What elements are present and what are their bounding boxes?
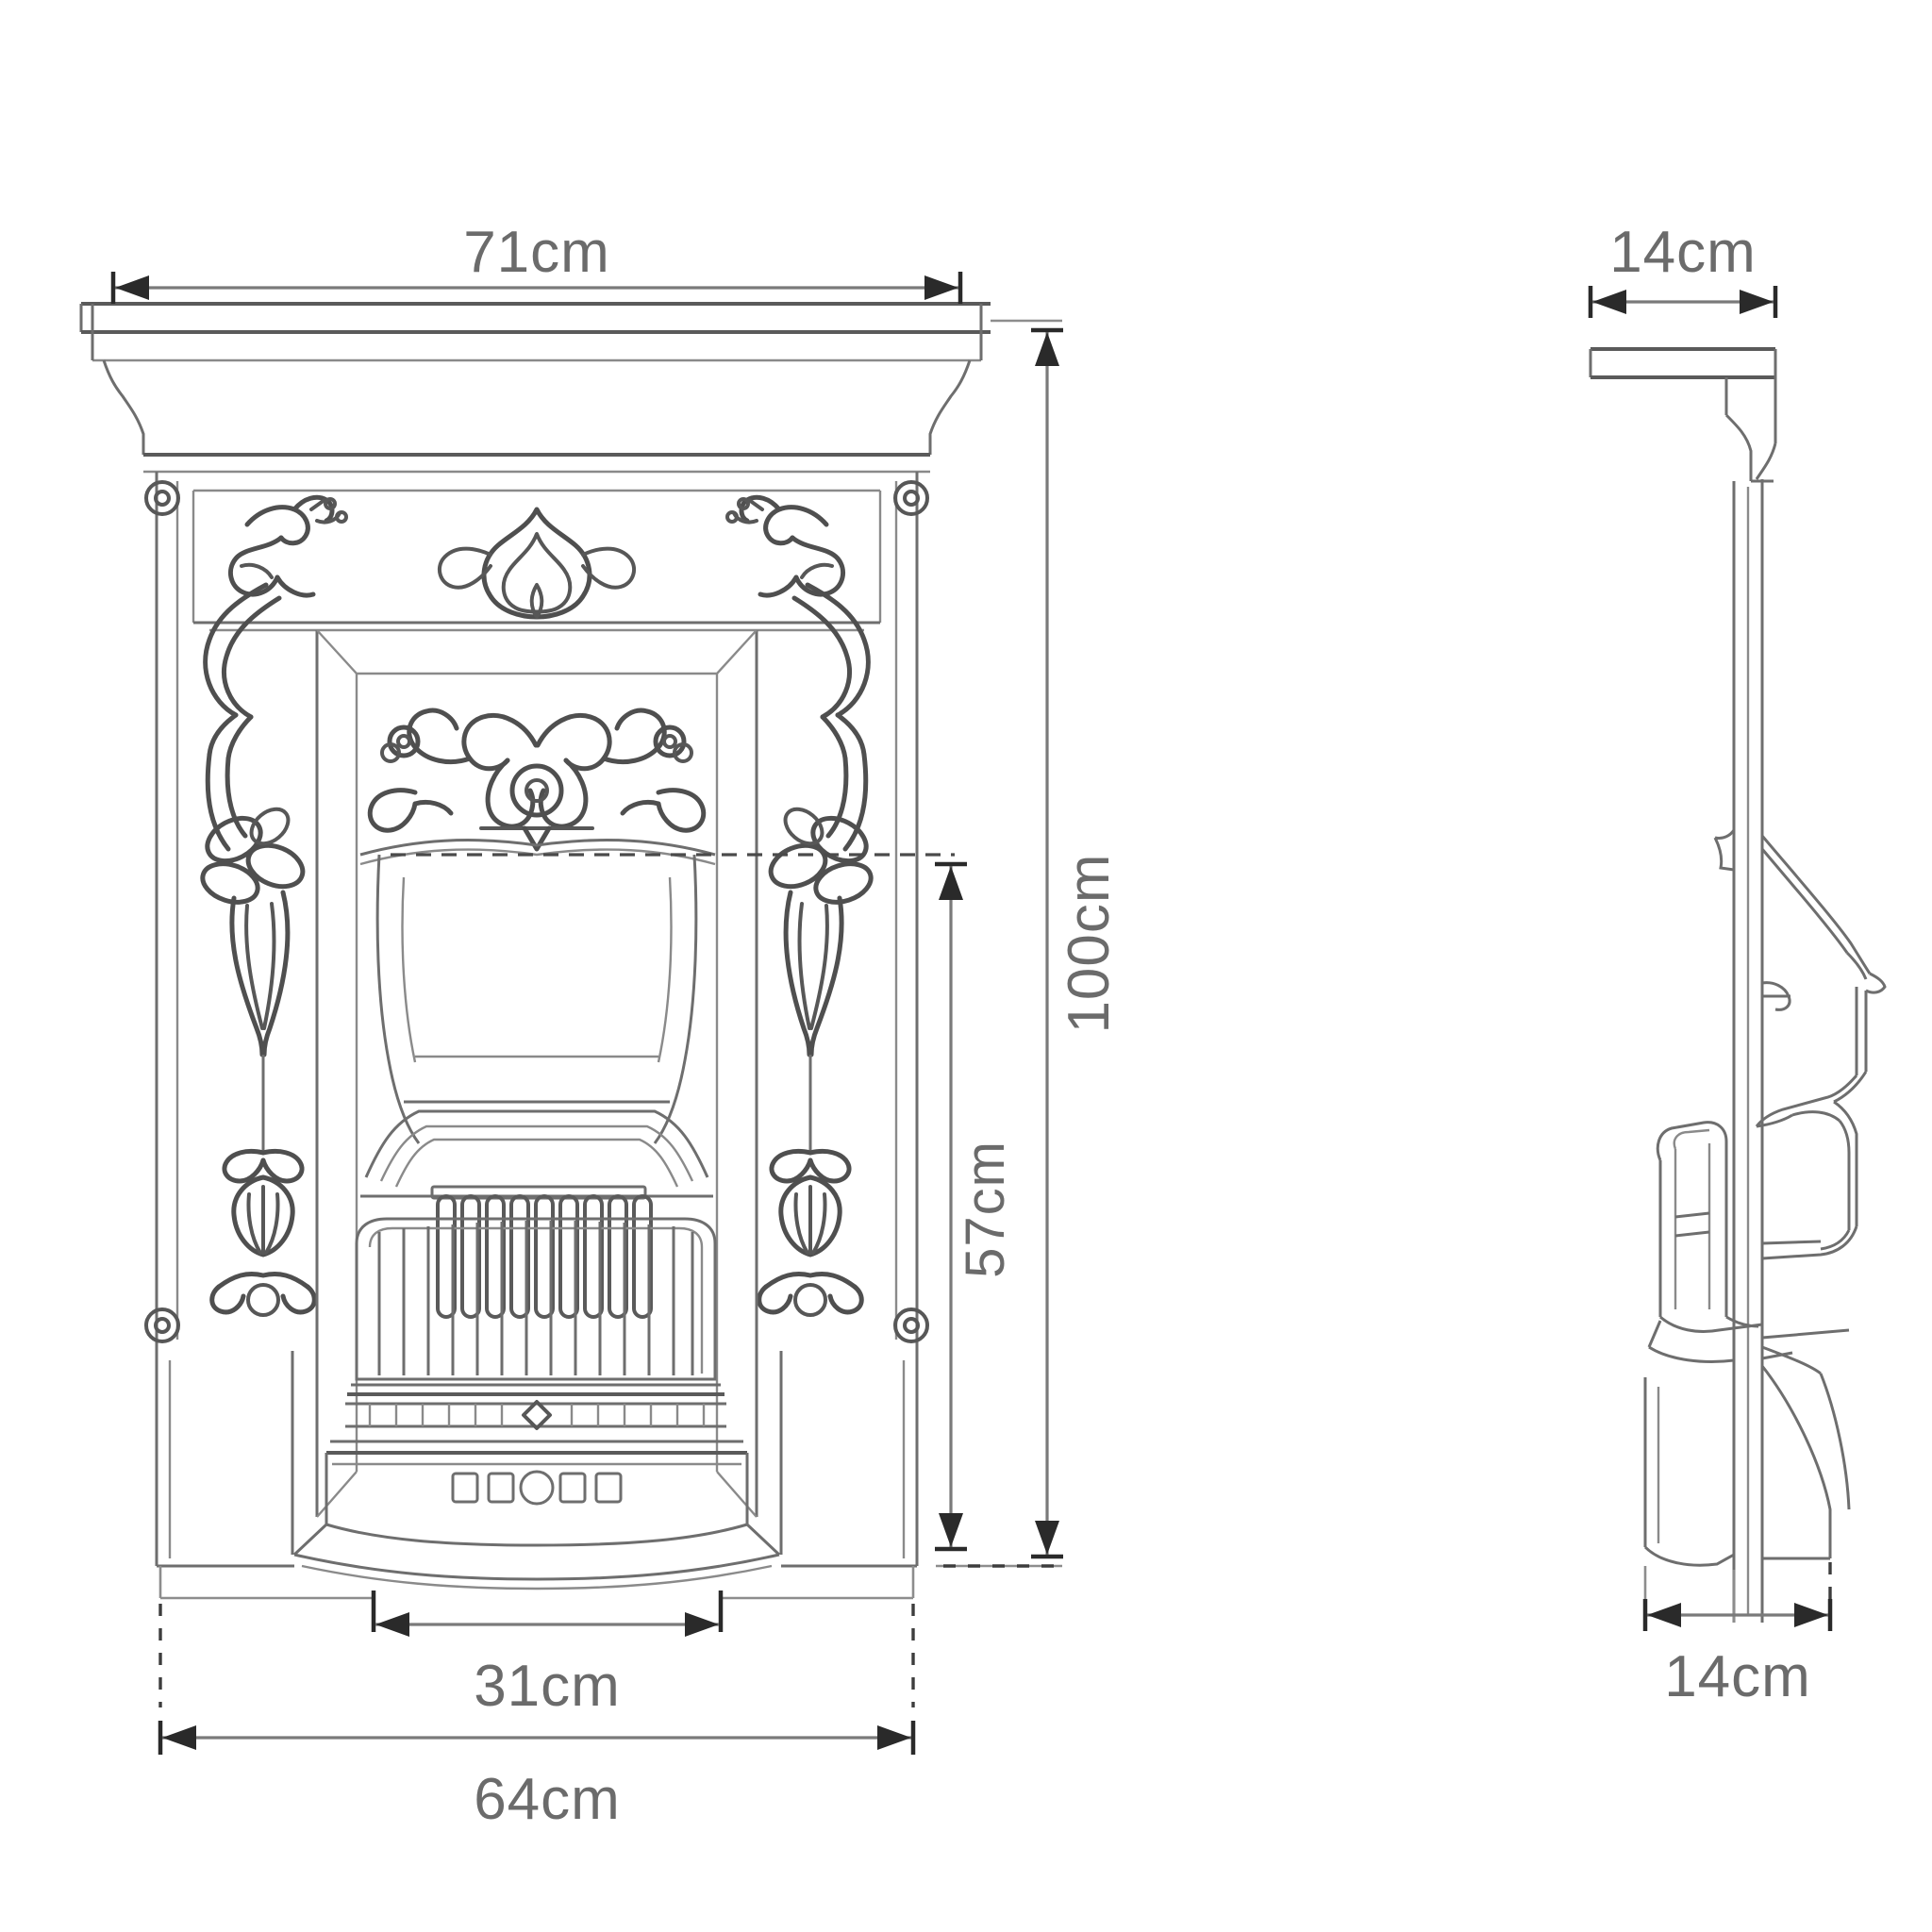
rosette-top-right: [893, 480, 929, 516]
ornament-left-rosette: [380, 724, 421, 763]
dimension-width-opening: 31cm: [375, 1612, 719, 1719]
grate-shoulders: [360, 1109, 713, 1198]
side-mantel-shelf: [1589, 347, 1777, 481]
ash-pan-vents: [451, 1470, 623, 1506]
grate-bar-group: [436, 1194, 653, 1319]
mantel-shelf: [79, 302, 991, 474]
vent-square-2: [487, 1472, 515, 1504]
dim-label-height-opening: 57cm: [955, 1141, 1016, 1278]
dim-label-width-opening: 31cm: [474, 1654, 621, 1719]
dim-label-width-base: 64cm: [474, 1767, 621, 1832]
dim-label-depth-mantel: 14cm: [1609, 220, 1757, 285]
ash-pan: [292, 1440, 781, 1591]
pilaster-bottom-flower-left: [209, 1148, 317, 1317]
dimension-depth-mantel: 14cm: [1588, 220, 1778, 318]
right-bud-motif: [725, 494, 846, 598]
firebox-canopy-ornament: [359, 708, 716, 866]
dimension-width-top: 71cm: [110, 220, 963, 304]
rosette-top-left: [144, 480, 180, 516]
dim-label-height-total: 100cm: [1057, 853, 1122, 1033]
left-pilaster-scrollwork: [200, 582, 317, 1317]
side-back-plate: [1732, 479, 1774, 1623]
side-ash-pan-profile: [1647, 1121, 1850, 1375]
front-elevation-view: [79, 302, 991, 1591]
bead-ticks: [368, 1404, 706, 1426]
bottom-extension-lines: [158, 1566, 915, 1707]
firebox-cheeks: [375, 854, 698, 1144]
dimension-height-total: 100cm: [1031, 327, 1122, 1559]
firebox-opening: [315, 629, 758, 1518]
ornament-right-rosette: [653, 724, 693, 763]
rosette-bottom-left: [144, 1307, 180, 1343]
pilaster-knot-left: [200, 807, 306, 905]
vent-square-4: [594, 1472, 623, 1504]
dim-label-width-top: 71cm: [463, 220, 610, 285]
fire-grate-bars: [430, 1185, 653, 1319]
side-foot-profile: [1643, 1365, 1851, 1567]
vent-square-3: [558, 1472, 587, 1504]
front-fret-basket: [347, 1217, 724, 1396]
plinth-blocks: [155, 1351, 919, 1568]
dimension-extension-lines: [936, 319, 1062, 1568]
side-grate-profile: [1755, 1071, 1868, 1260]
side-section-view: [1589, 347, 1887, 1623]
left-bud-motif: [227, 494, 348, 598]
side-canopy-profile: [1713, 829, 1887, 1075]
dim-label-depth-base: 14cm: [1664, 1644, 1811, 1709]
tulip-finial-ornament: [437, 507, 637, 620]
right-pilaster-scrollwork: [757, 582, 874, 1317]
pilaster-bottom-flower-right: [757, 1148, 864, 1317]
dimension-height-opening: 57cm: [935, 861, 1016, 1552]
beaded-rail: [345, 1400, 726, 1430]
corner-rosette-bosses: [144, 480, 929, 1343]
fret-bar-group: [377, 1221, 694, 1375]
vent-circle: [519, 1470, 555, 1506]
vent-square-1: [451, 1472, 479, 1504]
dimension-width-base: 64cm: [158, 1721, 916, 1832]
rosette-bottom-right: [893, 1307, 929, 1343]
fireplace-body-frame: [155, 472, 919, 1351]
dimension-depth-base: 14cm: [1642, 1562, 1833, 1709]
